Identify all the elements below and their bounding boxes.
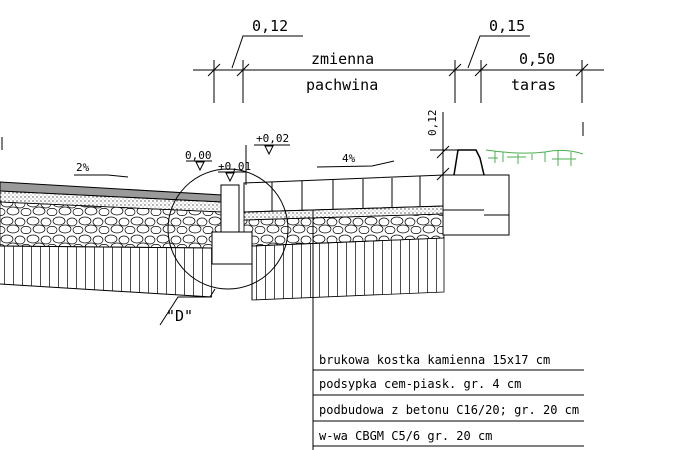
level-marks: 0,00 +0,01 +0,02	[185, 132, 290, 185]
curb-height-label: 0,12	[426, 110, 439, 137]
leader-line	[231, 35, 303, 69]
terrace-label: taras	[511, 76, 556, 94]
gutter-edge-level: +0,02	[256, 132, 289, 145]
leader-line	[467, 35, 530, 69]
gutter-slope-label: 4%	[342, 152, 356, 165]
level-triangle	[225, 172, 235, 183]
tick-mark	[436, 145, 450, 159]
vegetation	[485, 149, 584, 166]
curb-backing	[484, 174, 510, 216]
detail-callout: "D"	[159, 168, 289, 326]
detail-label: "D"	[166, 307, 193, 325]
subgrade-line	[0, 283, 213, 298]
level-triangle	[195, 161, 205, 172]
road-curb	[220, 184, 240, 236]
legend-item: brukowa kostka kamienna 15x17 cm	[319, 353, 550, 367]
slope-arrow	[316, 160, 395, 168]
road-edge-level: 0,00	[185, 149, 212, 162]
curb-height-dimension: 0,12	[426, 110, 458, 182]
tick-mark	[474, 63, 488, 77]
slope-arrow	[74, 174, 129, 178]
detail-circle	[167, 168, 289, 290]
cobblestone-layer	[243, 174, 445, 213]
legend-item: podbudowa z betonu C16/20; gr. 20 cm	[319, 403, 579, 417]
slope-annotations: 2% 4%	[74, 152, 395, 178]
legend-item: w-wa CBGM C5/6 gr. 20 cm	[319, 429, 492, 443]
dimension-chain: 0,12 0,15 zmienna pachwina 0,50 taras	[193, 17, 604, 103]
pavement-layers	[0, 122, 584, 301]
material-legend: brukowa kostka kamienna 15x17 cm podsypk…	[312, 210, 584, 450]
terrace-width-dimension: 0,50	[519, 50, 555, 68]
subgrade-left	[0, 246, 212, 297]
tick-mark	[436, 167, 450, 181]
curb-top-level: +0,01	[218, 160, 251, 173]
legend-item: podsypka cem-piask. gr. 4 cm	[319, 377, 521, 391]
cobblestone-joints	[271, 176, 421, 211]
gutter-width-label: zmienna	[311, 50, 374, 68]
curb-width-dimension: 0,15	[489, 17, 525, 35]
curb-foundation	[211, 231, 253, 265]
gutter-name-label: pachwina	[306, 76, 378, 94]
road-slope-label: 2%	[76, 161, 90, 174]
cbgm-layer	[251, 237, 445, 301]
tick-mark	[448, 63, 462, 77]
tick-mark	[236, 63, 250, 77]
level-triangle	[264, 145, 274, 156]
detail-leader	[159, 288, 216, 326]
subgrade-line	[0, 245, 213, 249]
tick-mark	[207, 63, 221, 77]
curb-gap-dimension: 0,12	[252, 17, 288, 35]
